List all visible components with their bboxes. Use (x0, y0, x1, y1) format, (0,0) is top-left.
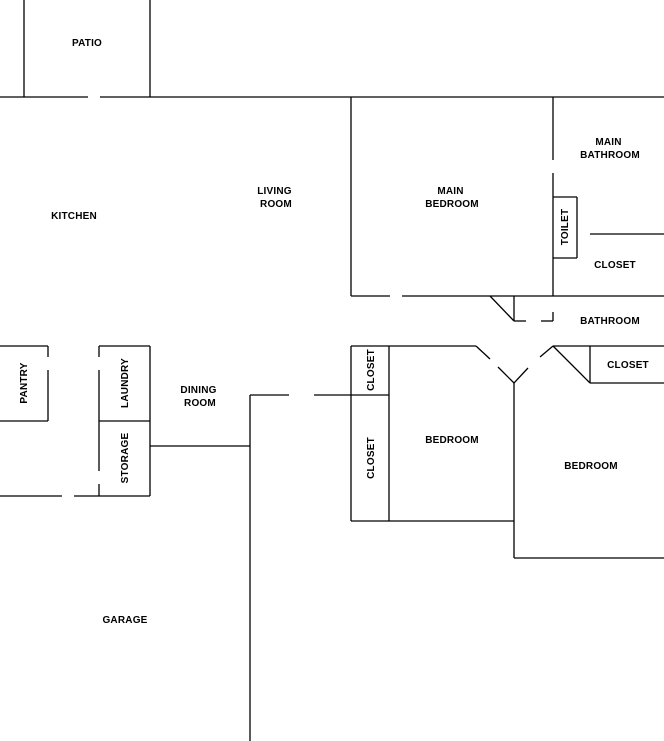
label-closet-lower: CLOSET (366, 437, 377, 479)
label-laundry: LAUNDRY (120, 358, 131, 408)
label-main-closet: CLOSET (594, 260, 636, 271)
label-pantry: PANTRY (19, 362, 30, 403)
label-garage: GARAGE (102, 615, 147, 626)
label-main-bedroom: MAIN BEDROOM (425, 186, 479, 210)
label-dining-room: DINING ROOM (180, 385, 219, 409)
room-labels: PATIO KITCHEN LIVING ROOM MAIN BEDROOM M… (19, 38, 649, 626)
label-main-bathroom: MAIN BATHROOM (580, 137, 640, 161)
label-patio: PATIO (72, 38, 102, 49)
label-closet-right: CLOSET (607, 360, 649, 371)
label-kitchen: KITCHEN (51, 211, 97, 222)
label-living-room: LIVING ROOM (257, 186, 295, 210)
label-bedroom-left: BEDROOM (425, 435, 479, 446)
label-toilet: TOILET (560, 209, 571, 246)
label-closet-upper: CLOSET (366, 349, 377, 391)
label-bathroom: BATHROOM (580, 316, 640, 327)
label-storage: STORAGE (120, 433, 131, 484)
label-bedroom-right: BEDROOM (564, 461, 618, 472)
